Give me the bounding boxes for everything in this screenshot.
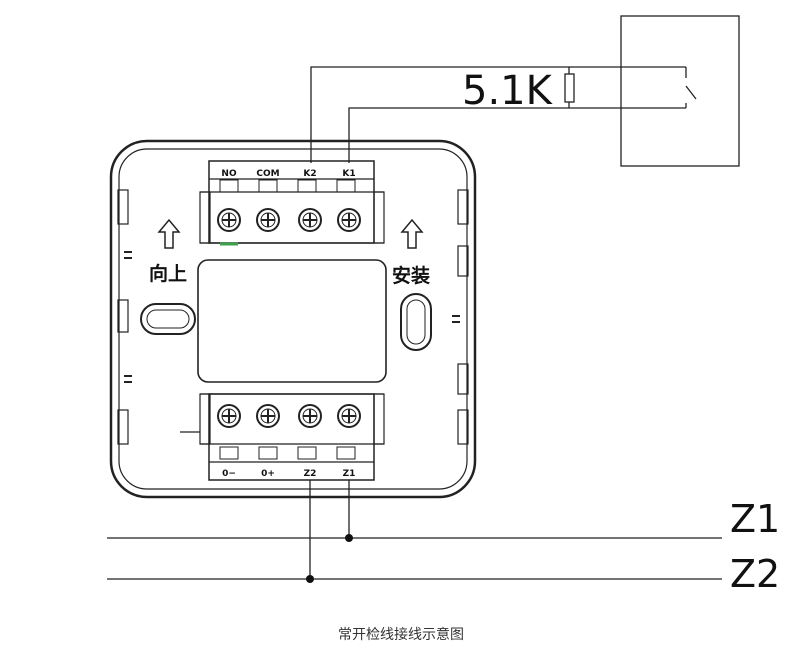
- terminal-label-0-plus: 0+: [261, 469, 275, 479]
- screw-icon: [298, 208, 322, 232]
- left-mounting-slot: [140, 303, 196, 335]
- terminal-label-no: NO: [221, 169, 237, 179]
- bus-label-z1: Z1: [730, 497, 780, 541]
- terminal-label-k1: K1: [342, 169, 355, 179]
- screw-icon: [256, 208, 280, 232]
- resistor-icon: [564, 73, 575, 103]
- terminal-label-com: COM: [256, 169, 279, 179]
- terminal-label-z2: Z2: [304, 469, 317, 479]
- junction-dot-z1: [345, 534, 353, 542]
- bus-wires: [107, 480, 722, 580]
- resistor-label: 5.1K: [462, 68, 554, 114]
- screw-icon: [337, 208, 361, 232]
- junction-dot-z2: [306, 575, 314, 583]
- center-window: [197, 259, 387, 383]
- terminal-label-0-minus: 0−: [222, 469, 236, 479]
- module-housing: [109, 139, 477, 499]
- terminal-label-k2: K2: [303, 169, 316, 179]
- terminal-label-z1: Z1: [343, 469, 356, 479]
- label-install: 安装: [392, 264, 430, 287]
- label-up: 向上: [149, 262, 187, 285]
- right-mounting-slot: [400, 293, 432, 351]
- up-arrow-icon: [400, 218, 424, 249]
- k2-k1-wires: [310, 66, 621, 163]
- normally-open-switch-icon: [621, 66, 697, 109]
- screw-icon: [217, 404, 241, 428]
- screw-icon: [217, 208, 241, 232]
- bus-label-z2: Z2: [730, 552, 780, 596]
- screw-icon: [298, 404, 322, 428]
- screw-icon: [337, 404, 361, 428]
- external-contact-box: [620, 15, 740, 167]
- bottom-terminal-block: [180, 393, 385, 481]
- up-arrow-icon: [157, 218, 181, 249]
- screw-icon: [256, 404, 280, 428]
- figure-caption: 常开检线接线示意图: [338, 627, 464, 643]
